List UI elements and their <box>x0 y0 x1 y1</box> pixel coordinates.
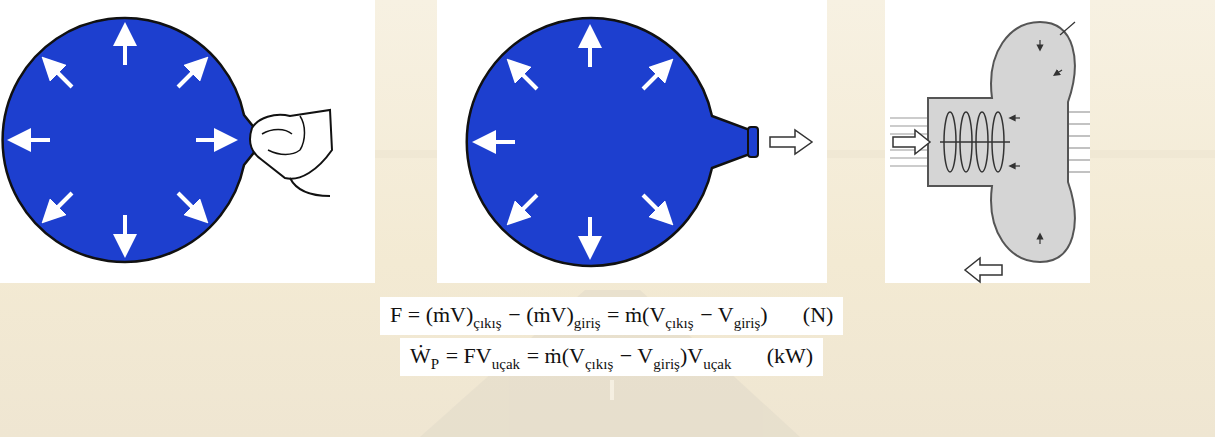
subscript: çıkış <box>665 315 693 331</box>
subscript: giriş <box>574 315 601 331</box>
subscript: P <box>431 356 439 372</box>
subscript: uçak <box>492 356 520 372</box>
equation-term: = FV <box>446 343 492 368</box>
equation-term: − V <box>620 343 653 368</box>
open-balloon <box>467 18 812 266</box>
equation-term: Ẇ <box>410 343 431 368</box>
equation-term: ) <box>760 302 767 327</box>
subscript: çıkış <box>473 315 501 331</box>
jet-engine <box>890 22 1090 282</box>
equation-term: F = (ṁV) <box>390 302 473 327</box>
equation-term: (N) <box>803 302 834 327</box>
panel <box>437 0 827 283</box>
closed-balloon <box>3 18 332 262</box>
subscript: uçak <box>703 356 731 372</box>
equation: ẆP= FVuçak= ṁ(Vçıkış− Vgiriş)Vuçak(kW) <box>400 338 823 376</box>
subscript: giriş <box>653 356 680 372</box>
equation-term: (kW) <box>767 343 813 368</box>
equation: F = (ṁV)çıkış− (ṁV)giriş= ṁ(Vçıkış− Vgir… <box>380 297 843 335</box>
equation-term: − V <box>700 302 733 327</box>
equation-term: = ṁ(V <box>527 343 585 368</box>
subscript: giriş <box>734 315 761 331</box>
equation-term: − (ṁV) <box>508 302 574 327</box>
equation-term: )V <box>680 343 703 368</box>
subscript: çıkış <box>585 356 613 372</box>
panel <box>885 0 1090 283</box>
panel <box>0 0 375 283</box>
equation-term: = ṁ(V <box>607 302 665 327</box>
